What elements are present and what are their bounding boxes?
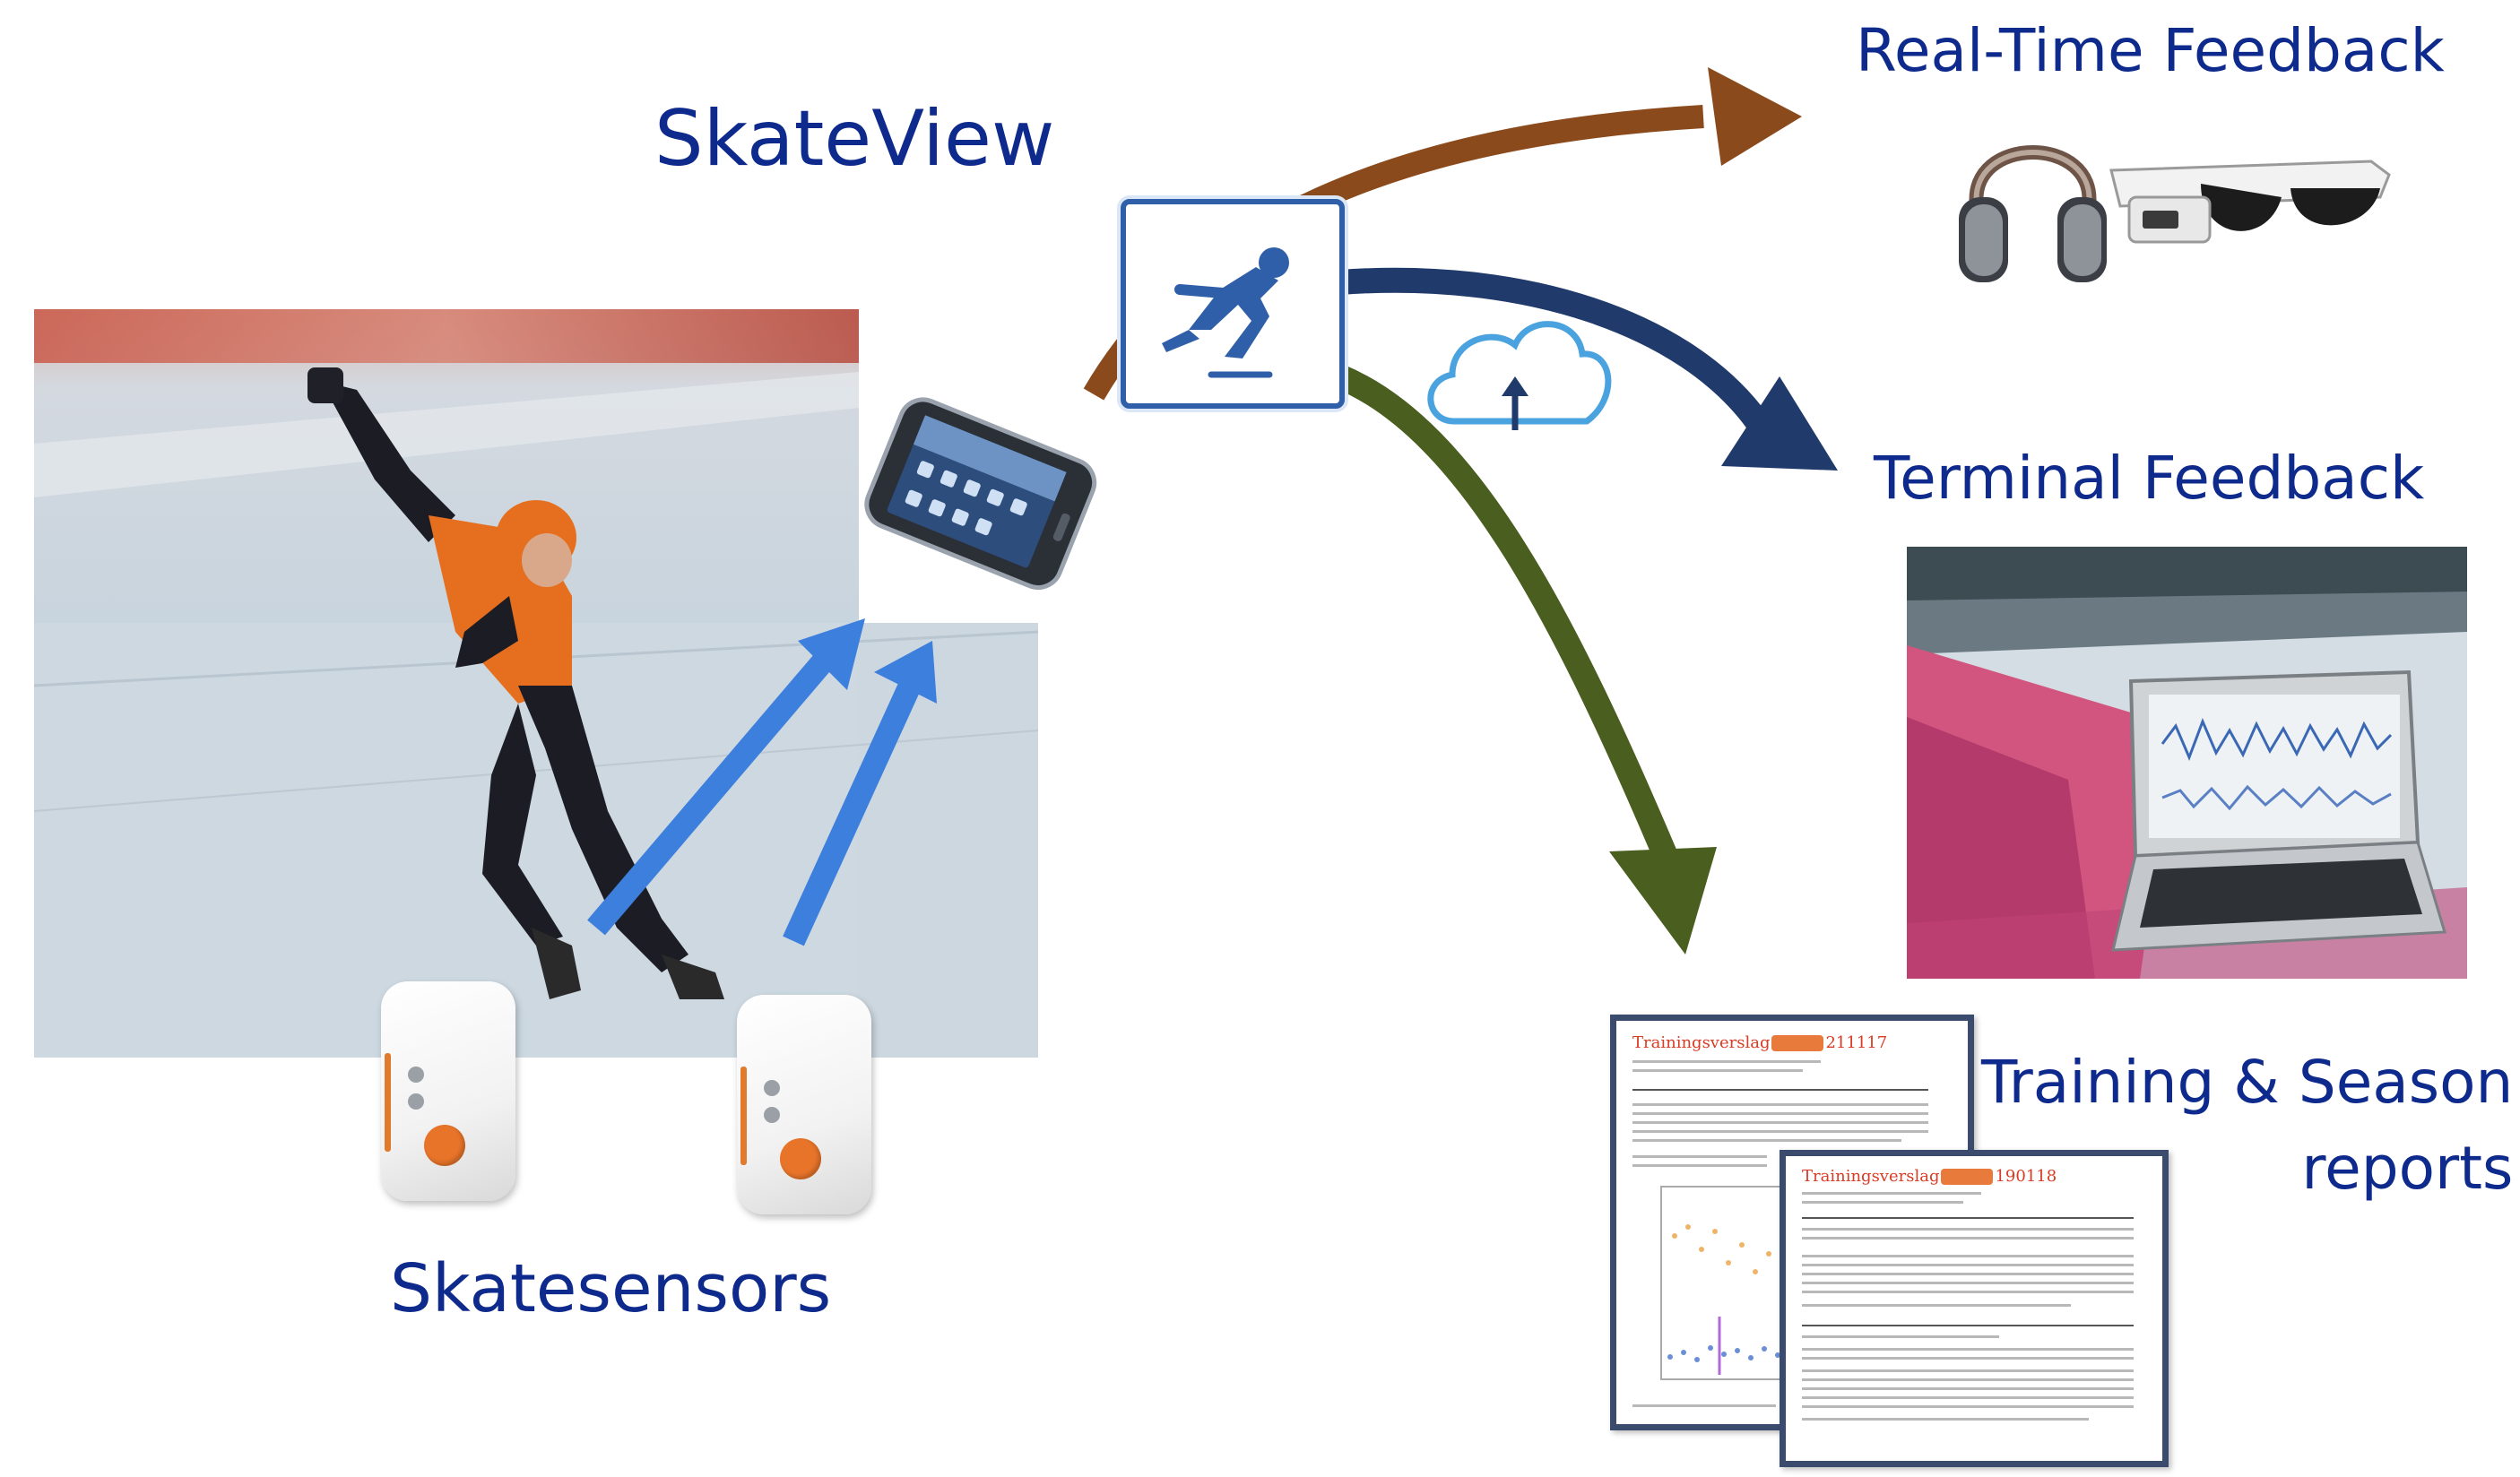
smartphone-icon	[864, 397, 1097, 591]
skateview-app-tile	[1121, 199, 1345, 409]
terminal-arrow	[1338, 267, 1768, 429]
skateview-title: SkateView	[654, 94, 1055, 184]
training-reports-title-line1: Training & Season	[1981, 1048, 2514, 1117]
realtime-feedback-title: Real-Time Feedback	[1856, 16, 2445, 85]
report-back-id: 211117	[1825, 1033, 1888, 1052]
sensor-right-icon	[737, 995, 871, 1214]
smart-glasses-icon	[2109, 160, 2391, 244]
skatesensors-title: Skatesensors	[390, 1250, 832, 1327]
report-back-chart	[1660, 1186, 1792, 1380]
skater-icon	[1162, 247, 1289, 378]
skater-figure	[307, 367, 724, 999]
report-front-id: 190118	[1995, 1167, 2057, 1186]
report-back-title-text: Trainingsverslag	[1632, 1033, 1771, 1052]
report-back-title: Trainingsverslag 211117	[1632, 1033, 1887, 1052]
sensor-arrow-left-head	[798, 618, 865, 690]
training-report-front: Trainingsverslag 190118	[1780, 1150, 2169, 1467]
laptop-icon	[2111, 669, 2446, 952]
sensor-left-icon	[381, 981, 515, 1201]
cloud-upload-icon	[1427, 321, 1612, 430]
training-reports-title-line2: reports	[2301, 1134, 2514, 1203]
headphones-icon	[1959, 145, 2107, 282]
terminal-feedback-title: Terminal Feedback	[1874, 444, 2425, 513]
report-back-tag	[1771, 1035, 1824, 1051]
report-front-tag	[1941, 1169, 1994, 1185]
report-front-title: Trainingsverslag 190118	[1802, 1167, 2057, 1186]
report-front-title-text: Trainingsverslag	[1802, 1167, 1940, 1186]
skater-photo	[34, 309, 1038, 1058]
reports-arrow-head	[1609, 847, 1717, 954]
training-reports-title: Training & Season reports	[1981, 1040, 2513, 1212]
laptop-photo	[1907, 547, 2467, 979]
sensor-arrow-right-head	[874, 641, 937, 704]
sensor-arrow-right	[783, 680, 921, 946]
realtime-arrow-head	[1708, 67, 1802, 166]
reports-arrow	[1334, 365, 1679, 866]
sensor-arrow-left	[587, 646, 838, 936]
terminal-arrow-head	[1721, 376, 1838, 471]
